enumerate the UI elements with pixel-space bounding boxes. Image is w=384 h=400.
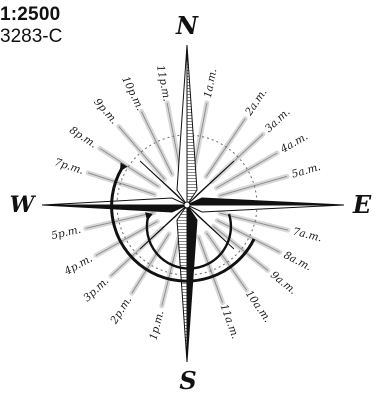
hour-label: 9a.m. [268, 269, 299, 297]
hour-ray [119, 127, 165, 180]
north-arm-right [187, 45, 197, 205]
hour-label: 5p.m. [50, 224, 82, 242]
hour-label: 7p.m. [53, 156, 85, 177]
hour-label: 8a.m. [282, 249, 314, 273]
hour-label: 5a.m. [290, 161, 322, 181]
east-arm-bottom [187, 205, 344, 212]
west-label: W [10, 192, 37, 218]
hour-label: 1p.m. [148, 309, 167, 341]
hour-ray [86, 213, 154, 229]
hour-label: 2a.m. [243, 87, 270, 119]
hour-ray [162, 238, 179, 306]
south-arm-left [177, 205, 187, 362]
hour-label: 10p.m. [119, 74, 146, 112]
east-label: E [352, 190, 372, 219]
south-arm-right [187, 205, 197, 362]
hour-label: 2p.m. [108, 294, 135, 327]
rose-center [184, 202, 190, 208]
hour-label: 8p.m. [67, 124, 99, 150]
north-arm-left [177, 45, 187, 205]
hour-label: 3p.m. [81, 275, 111, 304]
hour-ray [141, 112, 172, 175]
north-label: N [175, 11, 199, 40]
hour-label: 11a.m. [218, 302, 242, 340]
hour-label: 7a.m. [292, 226, 324, 245]
hour-label: 1a.m. [202, 68, 219, 99]
hour-label: 10a.m. [243, 288, 274, 325]
hour-label: 4a.m. [278, 130, 310, 156]
east-west-arms [42, 198, 344, 212]
south-label: S [179, 366, 196, 395]
west-arm-bottom [42, 205, 187, 212]
hour-label: 3a.m. [263, 106, 293, 135]
hour-label: 9p.m. [91, 96, 120, 127]
hour-label: 11p.m. [154, 64, 173, 102]
west-arm-top [42, 198, 187, 205]
hour-label: 4p.m. [62, 253, 95, 279]
east-arm-top [187, 198, 344, 205]
